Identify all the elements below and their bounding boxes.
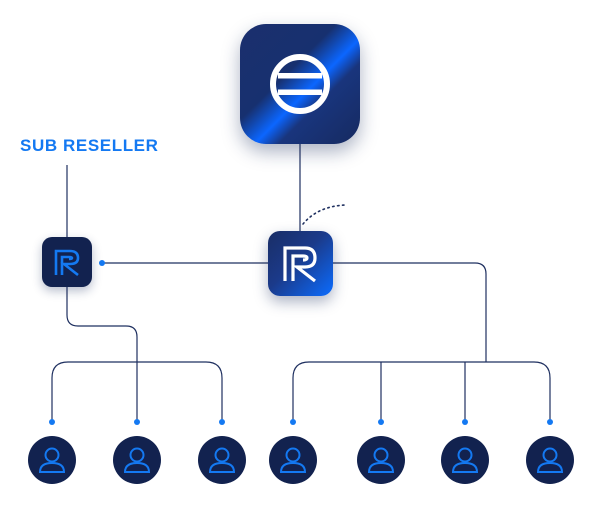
sub-reseller-node [42,237,92,287]
user-avatar [28,436,76,484]
user-avatar [198,436,246,484]
user-avatar [357,436,405,484]
top-logo [240,24,360,144]
user-dot [290,419,296,425]
r-logo-icon [283,246,317,283]
s-logo-icon [270,54,330,114]
user-icon [367,447,395,473]
user-avatar [441,436,489,484]
user-dot [462,419,468,425]
dotted-arc [302,204,347,225]
r-logo-icon [54,249,80,277]
user-dot [219,419,225,425]
main-reseller-node [268,231,333,296]
user-icon [208,447,236,473]
connector-main-to-users [333,262,487,362]
connector-sub-to-users [66,287,138,362]
user-bus-right [292,361,551,422]
user-icon [123,447,151,473]
connector-dot-sub [99,260,105,266]
user-avatar [269,436,317,484]
user-avatar [526,436,574,484]
user-icon [38,447,66,473]
user-dot [378,419,384,425]
user-icon [451,447,479,473]
user-icon [279,447,307,473]
user-dot [134,419,140,425]
user-avatar [113,436,161,484]
user-dot [547,419,553,425]
sub-reseller-label: SUB RESELLER [20,136,159,155]
user-icon [536,447,564,473]
user-dot [49,419,55,425]
